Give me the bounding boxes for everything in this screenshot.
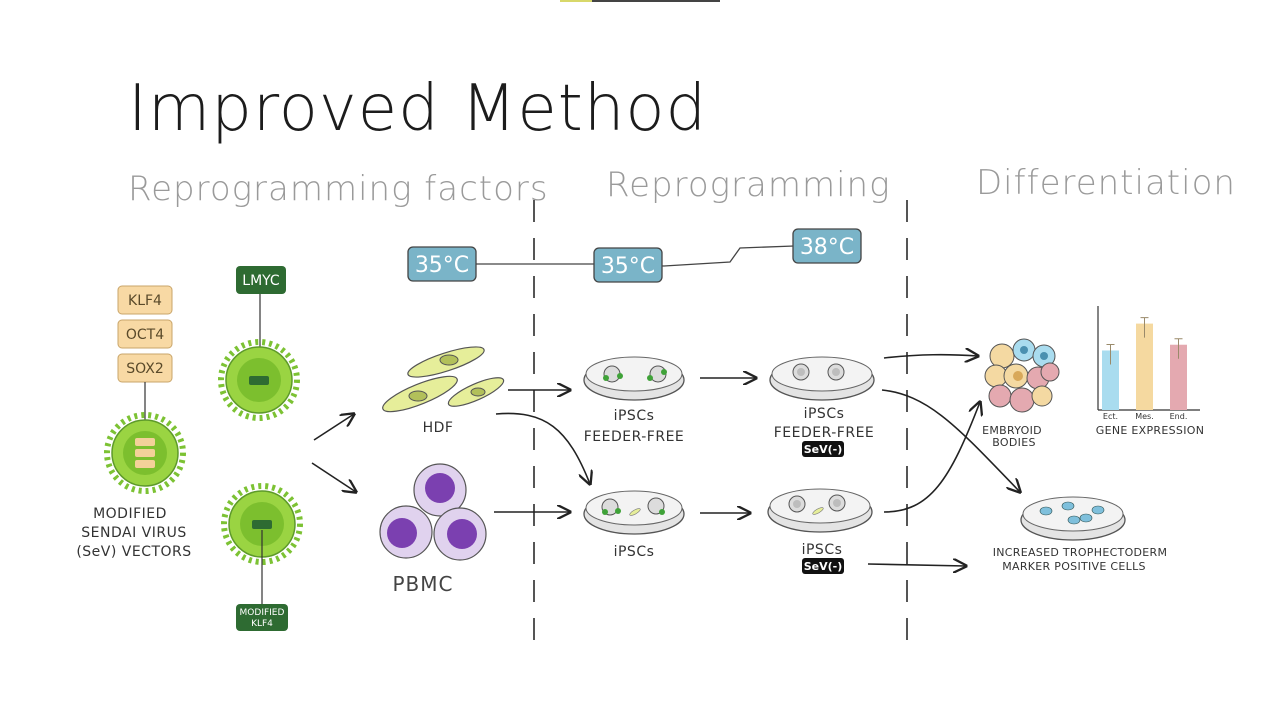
temperature-line <box>476 245 795 267</box>
svg-text:SOX2: SOX2 <box>126 361 164 377</box>
tick-label-ect: Ect. <box>1103 412 1118 421</box>
dish-bottom-left-icon <box>583 490 685 535</box>
bar-mes <box>1136 323 1153 410</box>
modified-klf4-tag: MODIFIED KLF4 <box>236 604 288 631</box>
section-factors: Reprogramming factors <box>128 169 549 209</box>
factor-sox2: SOX2 <box>117 353 173 383</box>
trophectoderm-label-1: INCREASED TROPHECTODERM <box>993 546 1168 559</box>
svg-text:SeV(-): SeV(-) <box>804 443 843 456</box>
dish-bottom-right-icon <box>767 488 873 533</box>
tick-label-mes: Mes. <box>1135 412 1154 421</box>
virus-factors-icon <box>104 412 186 494</box>
error-bar-ect <box>1106 343 1115 365</box>
sev-badge-bottom: SeV(-) <box>802 558 844 574</box>
top-accent-dark <box>592 0 720 2</box>
pbmc-cells-icon <box>379 463 487 561</box>
arrow-hdf-bottom-dish <box>495 412 590 484</box>
arrow-bottom-right <box>867 564 966 566</box>
trophectoderm-dish-icon <box>1020 496 1126 541</box>
svg-text:OCT4: OCT4 <box>126 327 164 343</box>
factor-klf4: KLF4 <box>117 285 173 315</box>
virus-label-line2: SENDAI VIRUS <box>81 525 186 541</box>
svg-text:LMYC: LMYC <box>242 273 280 289</box>
dish-top-right-label-1: iPSCs <box>804 406 845 422</box>
dish-top-left-label-1: iPSCs <box>614 408 655 424</box>
svg-text:MODIFIED: MODIFIED <box>240 608 285 618</box>
error-bar-end <box>1174 338 1183 359</box>
embryoid-bodies-icon <box>984 338 1060 413</box>
dish-top-left-label-2: FEEDER-FREE <box>584 429 685 445</box>
temp-box-1: 35°C <box>407 246 477 282</box>
dish-top-right-icon <box>769 356 875 401</box>
dish-top-left-icon <box>583 356 685 401</box>
error-bar-mes <box>1140 317 1149 338</box>
pbmc-label: PBMC <box>392 572 453 596</box>
bar-end <box>1170 344 1187 410</box>
svg-text:35°C: 35°C <box>601 254 655 279</box>
virus-klf4-icon <box>221 483 303 565</box>
virus-label-line3: (SeV) VECTORS <box>76 544 191 560</box>
section-differentiation: Differentiation <box>976 163 1236 203</box>
svg-text:KLF4: KLF4 <box>128 293 162 309</box>
hdf-cells-icon <box>382 346 505 413</box>
arrow-to-hdf <box>313 414 354 441</box>
gene-expression-chart: Ect. Mes. End. <box>1097 306 1200 421</box>
tick-label-end: End. <box>1170 412 1188 421</box>
arrow-to-pbmc <box>311 462 356 492</box>
sev-badge-top: SeV(-) <box>802 441 844 457</box>
svg-text:KLF4: KLF4 <box>251 619 273 629</box>
arrow-to-embryoid <box>883 355 978 358</box>
dish-bottom-right-label: iPSCs <box>802 542 843 558</box>
arrow-bottom-to-embryoid <box>883 402 980 513</box>
top-accent <box>560 0 592 2</box>
embryoid-label-1: EMBRYOID <box>982 424 1042 437</box>
svg-text:35°C: 35°C <box>415 253 469 278</box>
page-title: Improved Method <box>128 72 707 146</box>
trophectoderm-label-2: MARKER POSITIVE CELLS <box>1002 560 1146 573</box>
svg-text:SeV(-): SeV(-) <box>804 560 843 573</box>
temp-box-3: 38°C <box>792 228 862 264</box>
hdf-label: HDF <box>423 420 454 436</box>
lmyc-tag: LMYC <box>236 266 286 294</box>
arrow-to-trophectoderm-top <box>881 389 1020 492</box>
embryoid-label-2: BODIES <box>992 436 1035 449</box>
section-reprogramming: Reprogramming <box>606 165 891 205</box>
virus-label-line1: MODIFIED <box>93 506 167 522</box>
dish-bottom-left-label: iPSCs <box>614 544 655 560</box>
temp-box-2: 35°C <box>593 247 663 283</box>
svg-text:38°C: 38°C <box>800 235 854 260</box>
factor-oct4: OCT4 <box>117 319 173 349</box>
virus-lmyc-icon <box>218 339 300 421</box>
dish-top-right-label-2: FEEDER-FREE <box>774 425 875 441</box>
gene-expression-label: GENE EXPRESSION <box>1096 424 1204 437</box>
bar-ect <box>1102 350 1119 410</box>
